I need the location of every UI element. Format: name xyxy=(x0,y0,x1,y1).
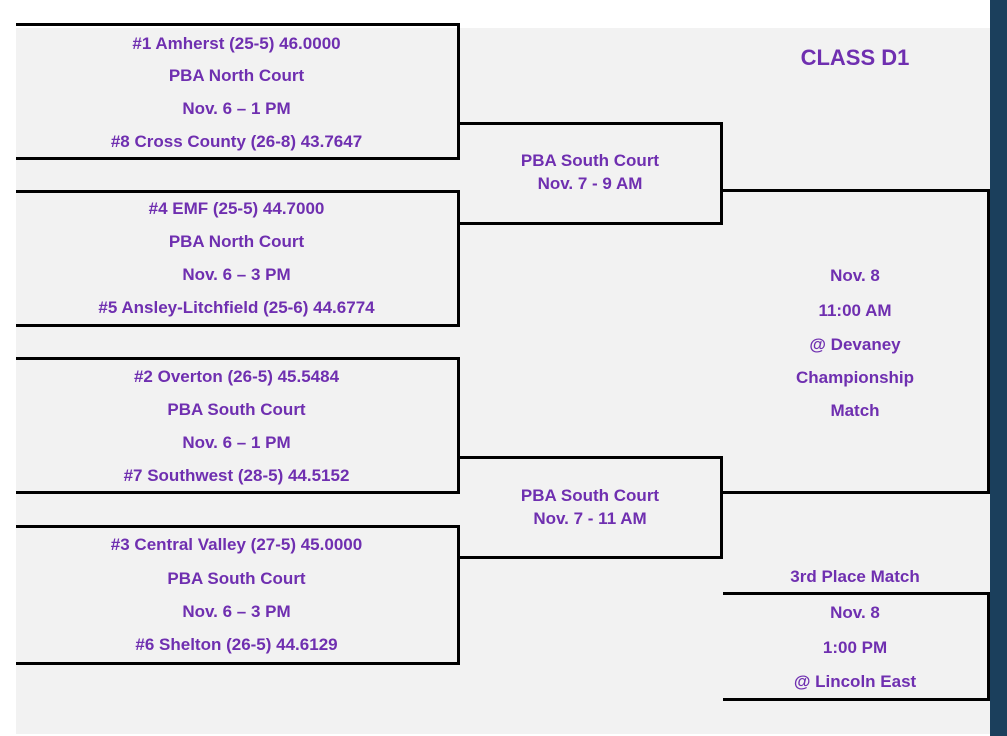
sf2-vertical-line xyxy=(720,456,723,559)
third-date: Nov. 8 xyxy=(830,603,880,622)
qf3-bottom-line xyxy=(16,491,460,494)
qf4-top-team: #3 Central Valley (27-5) 45.0000 xyxy=(110,535,363,554)
sf2-court: PBA South Court xyxy=(520,486,660,505)
qf2-bottom-team: #5 Ansley-Litchfield (25-6) 44.6774 xyxy=(98,298,375,317)
third-top-line xyxy=(723,592,990,595)
qf4-time: Nov. 6 – 3 PM xyxy=(182,602,291,621)
qf1-bottom-line xyxy=(16,157,460,160)
sf2-top-line xyxy=(457,456,723,459)
qf3-top-team: #2 Overton (26-5) 45.5484 xyxy=(133,367,340,386)
sf2-time: Nov. 7 - 11 AM xyxy=(533,509,647,528)
third-venue: @ Lincoln East xyxy=(793,672,917,691)
qf1-time: Nov. 6 – 1 PM xyxy=(182,99,291,118)
qf1-top-line xyxy=(16,23,460,26)
champ-label-line2: Match xyxy=(830,401,880,420)
qf4-bottom-team: #6 Shelton (26-5) 44.6129 xyxy=(135,635,338,654)
sf1-vertical-line xyxy=(720,122,723,225)
third-place-label: 3rd Place Match xyxy=(790,567,920,586)
third-vertical-line xyxy=(987,592,990,701)
bracket-panel-right xyxy=(460,28,990,734)
qf2-top-line xyxy=(16,190,460,193)
qf1-bottom-team: #8 Cross County (26-8) 43.7647 xyxy=(110,132,363,151)
qf4-court: PBA South Court xyxy=(167,569,306,588)
qf1-vertical-line xyxy=(457,23,460,160)
qf1-court: PBA North Court xyxy=(168,66,305,85)
sf1-court: PBA South Court xyxy=(520,151,660,170)
sf1-top-line xyxy=(457,122,723,125)
qf4-top-line xyxy=(16,525,460,528)
qf3-bottom-team: #7 Southwest (28-5) 44.5152 xyxy=(123,466,350,485)
qf1-top-team: #1 Amherst (25-5) 46.0000 xyxy=(132,34,341,53)
qf2-court: PBA North Court xyxy=(168,232,305,251)
champ-vertical-line xyxy=(987,189,990,494)
qf2-bottom-line xyxy=(16,324,460,327)
qf2-top-team: #4 EMF (25-5) 44.7000 xyxy=(148,199,325,218)
qf3-top-line xyxy=(16,357,460,360)
qf3-court: PBA South Court xyxy=(167,400,306,419)
sf1-time: Nov. 7 - 9 AM xyxy=(537,174,643,193)
bracket-title: CLASS D1 xyxy=(800,45,910,70)
qf3-time: Nov. 6 – 1 PM xyxy=(182,433,291,452)
qf4-vertical-line xyxy=(457,525,460,665)
right-edge-border xyxy=(990,0,1007,736)
champ-label-line1: Championship xyxy=(795,368,915,387)
champ-date: Nov. 8 xyxy=(830,266,880,285)
bracket-panel-left xyxy=(16,28,460,734)
qf2-time: Nov. 6 – 3 PM xyxy=(182,265,291,284)
sf2-bottom-line xyxy=(457,556,723,559)
third-time: 1:00 PM xyxy=(822,638,888,657)
champ-bottom-line xyxy=(720,491,990,494)
champ-venue: @ Devaney xyxy=(809,335,901,354)
champ-top-line xyxy=(720,189,990,192)
champ-time: 11:00 AM xyxy=(818,301,892,320)
qf4-bottom-line xyxy=(16,662,460,665)
third-bottom-line xyxy=(723,698,990,701)
qf2-vertical-line xyxy=(457,190,460,327)
qf3-vertical-line xyxy=(457,357,460,494)
sf1-bottom-line xyxy=(457,222,723,225)
